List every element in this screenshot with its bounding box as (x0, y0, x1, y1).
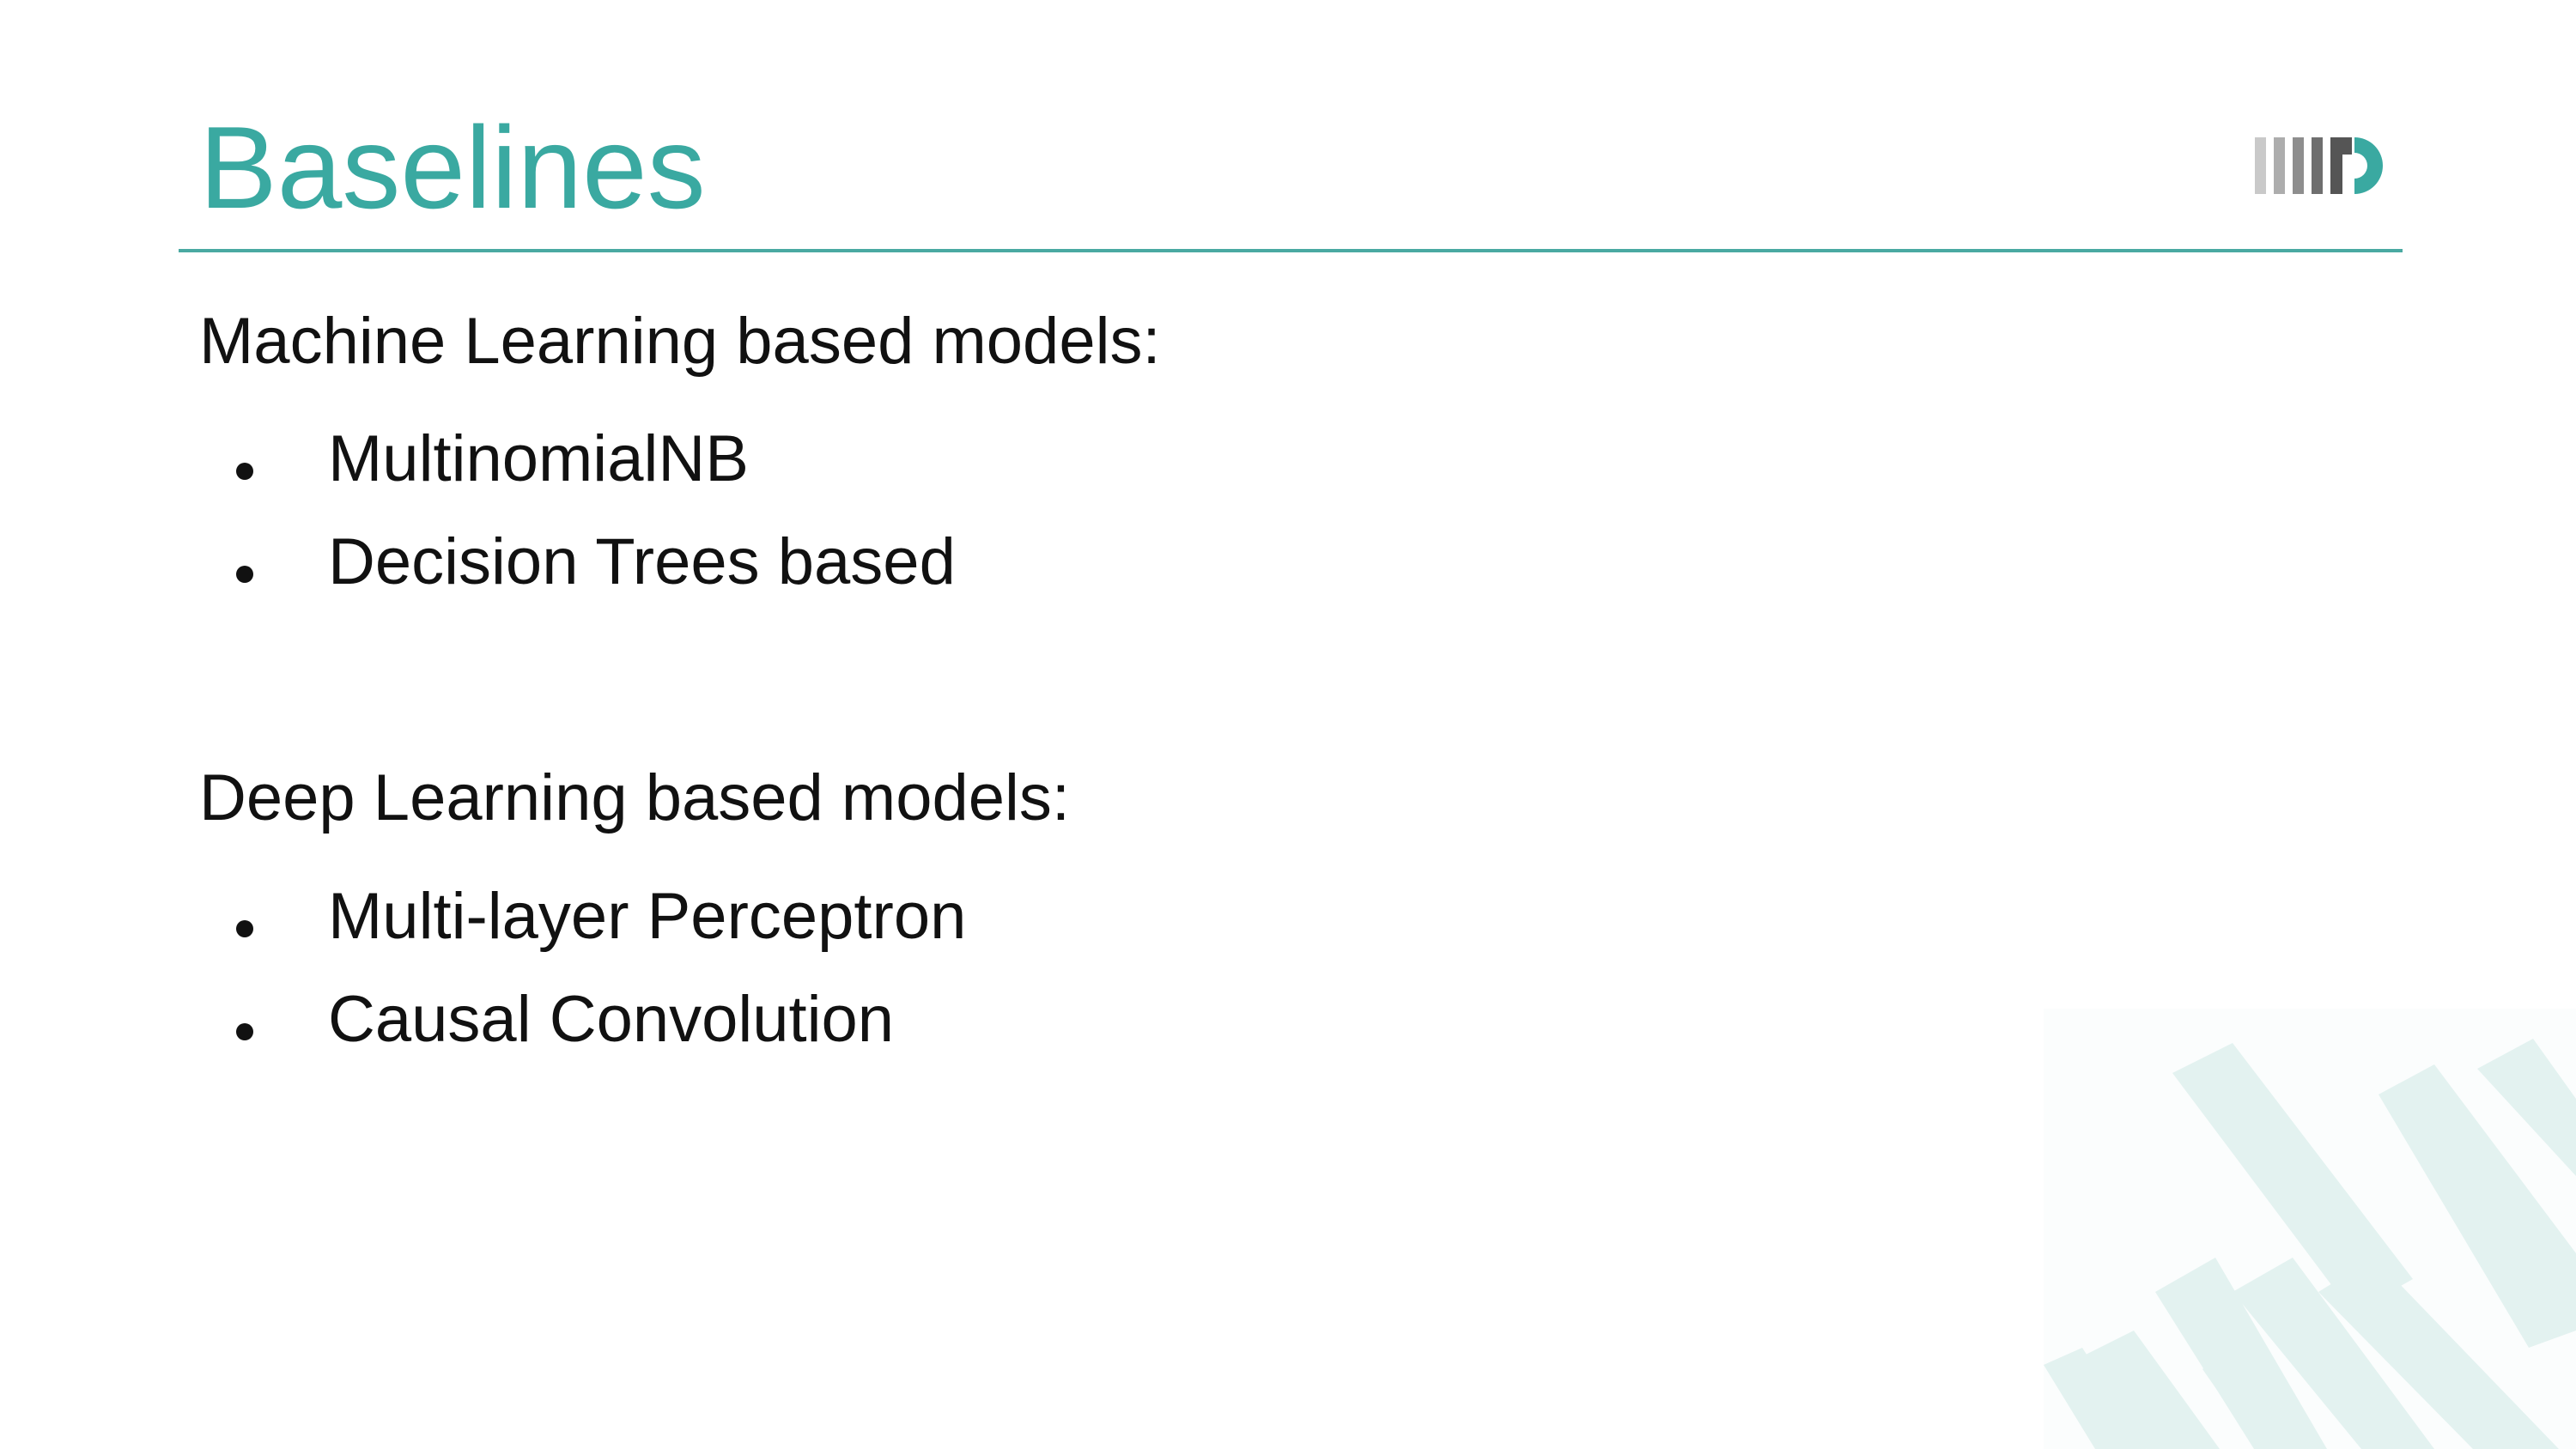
bullet-icon (236, 920, 253, 937)
slide-title: Baselines (199, 102, 706, 233)
iiitd-logo-icon (2255, 137, 2383, 194)
decorative-stripes-graphic (2044, 1009, 2576, 1449)
list-item-text: Causal Convolution (328, 983, 895, 1056)
list-item-text: Decision Trees based (328, 525, 956, 598)
ml-models-heading: Machine Learning based models: (199, 305, 1161, 378)
list-item-text: Multi-layer Perceptron (328, 880, 967, 953)
title-divider (179, 249, 2403, 252)
dl-models-heading: Deep Learning based models: (199, 761, 1071, 834)
bullet-icon (236, 1023, 253, 1040)
list-item-text: MultinomialNB (328, 422, 749, 495)
bullet-icon (236, 566, 253, 583)
bullet-icon (236, 463, 253, 480)
